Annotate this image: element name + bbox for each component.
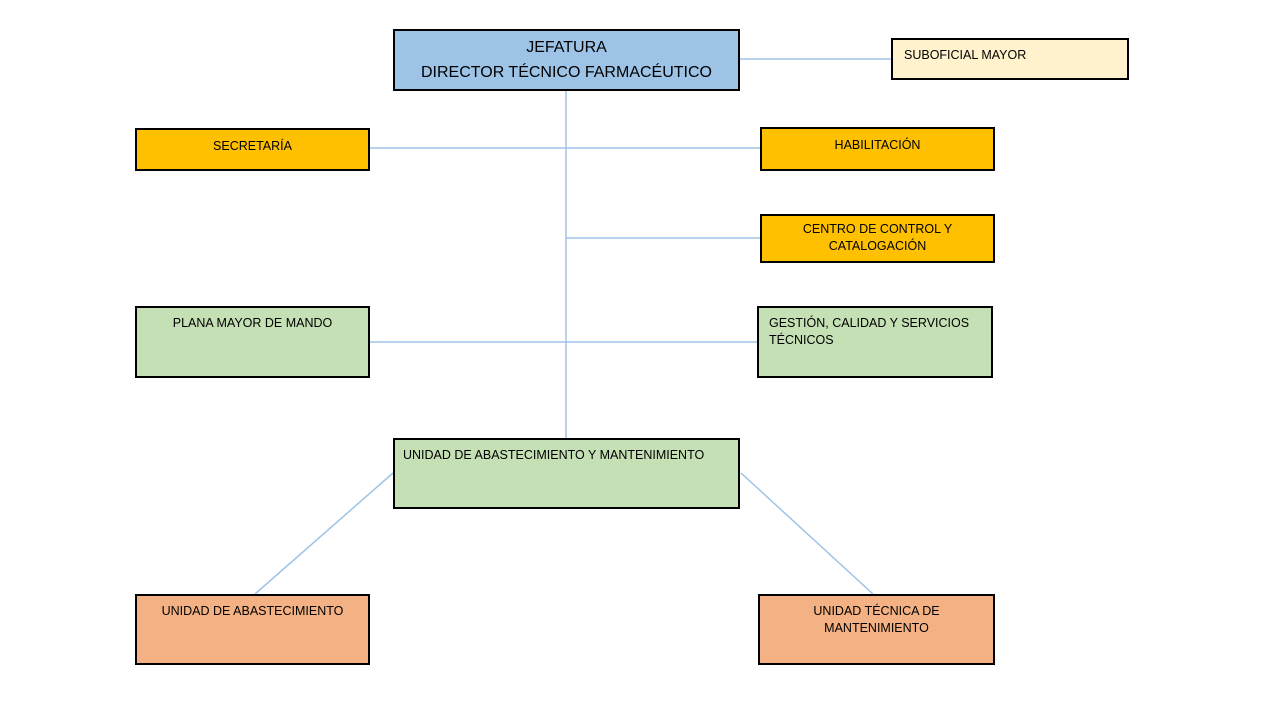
node-suboficial-mayor: SUBOFICIAL MAYOR xyxy=(891,38,1129,80)
node-jefatura: JEFATURA DIRECTOR TÉCNICO FARMACÉUTICO xyxy=(393,29,740,91)
node-habilitacion-label: HABILITACIÓN xyxy=(834,138,921,152)
node-secretaria-label: SECRETARÍA xyxy=(213,139,292,153)
connector-uam-unidad-tecnica xyxy=(740,472,874,595)
node-centro-control: CENTRO DE CONTROL Y CATALOGACIÓN xyxy=(760,214,995,263)
node-jefatura-line2: DIRECTOR TÉCNICO FARMACÉUTICO xyxy=(421,64,712,81)
node-secretaria: SECRETARÍA xyxy=(135,128,370,171)
node-suboficial-mayor-label: SUBOFICIAL MAYOR xyxy=(904,48,1027,62)
node-unidad-tecnica-mantenimiento-label: UNIDAD TÉCNICA DE MANTENIMIENTO xyxy=(813,604,940,635)
node-gestion-calidad: GESTIÓN, CALIDAD Y SERVICIOS TÉCNICOS xyxy=(757,306,993,378)
node-habilitacion: HABILITACIÓN xyxy=(760,127,995,171)
node-unidad-abastecimiento-label: UNIDAD DE ABASTECIMIENTO xyxy=(161,604,344,618)
node-unidad-abastecimiento-mantenimiento: UNIDAD DE ABASTECIMIENTO Y MANTENIMIENTO xyxy=(393,438,740,509)
node-plana-mayor-label: PLANA MAYOR DE MANDO xyxy=(172,316,333,330)
node-unidad-abastecimiento-mantenimiento-label: UNIDAD DE ABASTECIMIENTO Y MANTENIMIENTO xyxy=(403,448,705,462)
node-unidad-tecnica-mantenimiento: UNIDAD TÉCNICA DE MANTENIMIENTO xyxy=(758,594,995,665)
node-unidad-abastecimiento: UNIDAD DE ABASTECIMIENTO xyxy=(135,594,370,665)
node-gestion-calidad-label: GESTIÓN, CALIDAD Y SERVICIOS TÉCNICOS xyxy=(769,316,970,347)
node-jefatura-line1: JEFATURA xyxy=(526,39,607,56)
node-centro-control-label: CENTRO DE CONTROL Y CATALOGACIÓN xyxy=(802,222,953,253)
node-plana-mayor: PLANA MAYOR DE MANDO xyxy=(135,306,370,378)
connector-uam-unidad-abastecimiento xyxy=(254,472,394,595)
